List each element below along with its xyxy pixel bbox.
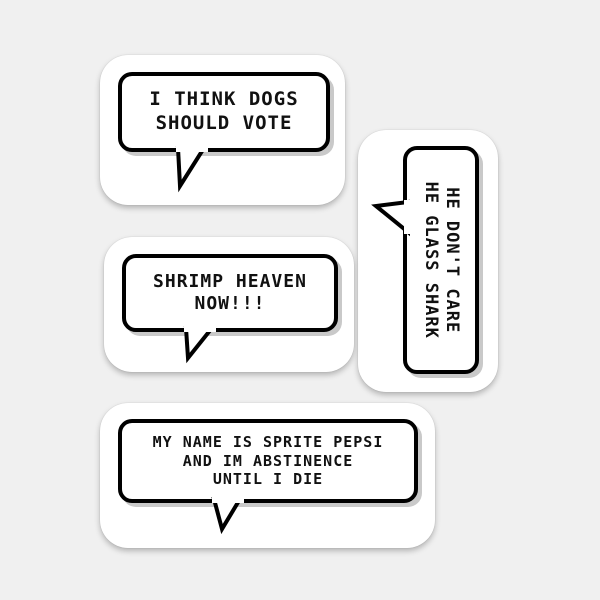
speech-tail-icon bbox=[211, 497, 244, 535]
speech-tail-icon bbox=[175, 146, 208, 193]
bubble-text-line: AND IM ABSTINENCE bbox=[182, 451, 354, 470]
bubble-text-line: HE GLASS SHARK bbox=[421, 181, 442, 339]
bubble-text-line: MY NAME IS SPRITE PEPSI bbox=[152, 432, 384, 451]
bubble-text-line: UNTIL I DIE bbox=[212, 470, 324, 489]
speech-bubble-dogs-vote: I THINK DOGS SHOULD VOTE bbox=[118, 72, 330, 152]
bubble-text-line: HE DON'T CARE bbox=[442, 186, 463, 334]
speech-bubble-sprite-pepsi: MY NAME IS SPRITE PEPSI AND IM ABSTINENC… bbox=[118, 419, 418, 503]
bubble-text-line: I THINK DOGS bbox=[149, 88, 299, 111]
speech-bubble-shrimp-heaven: SHRIMP HEAVEN NOW!!! bbox=[122, 254, 338, 332]
bubble-text-line: NOW!!! bbox=[194, 293, 266, 314]
speech-bubble-glass-shark: HE DON'T CARE HE GLASS SHARK bbox=[403, 146, 479, 374]
speech-tail-icon bbox=[183, 326, 217, 364]
bubble-text-line: SHOULD VOTE bbox=[155, 112, 293, 134]
bubble-text-line: SHRIMP HEAVEN bbox=[153, 270, 307, 292]
speech-tail-icon bbox=[371, 199, 412, 237]
